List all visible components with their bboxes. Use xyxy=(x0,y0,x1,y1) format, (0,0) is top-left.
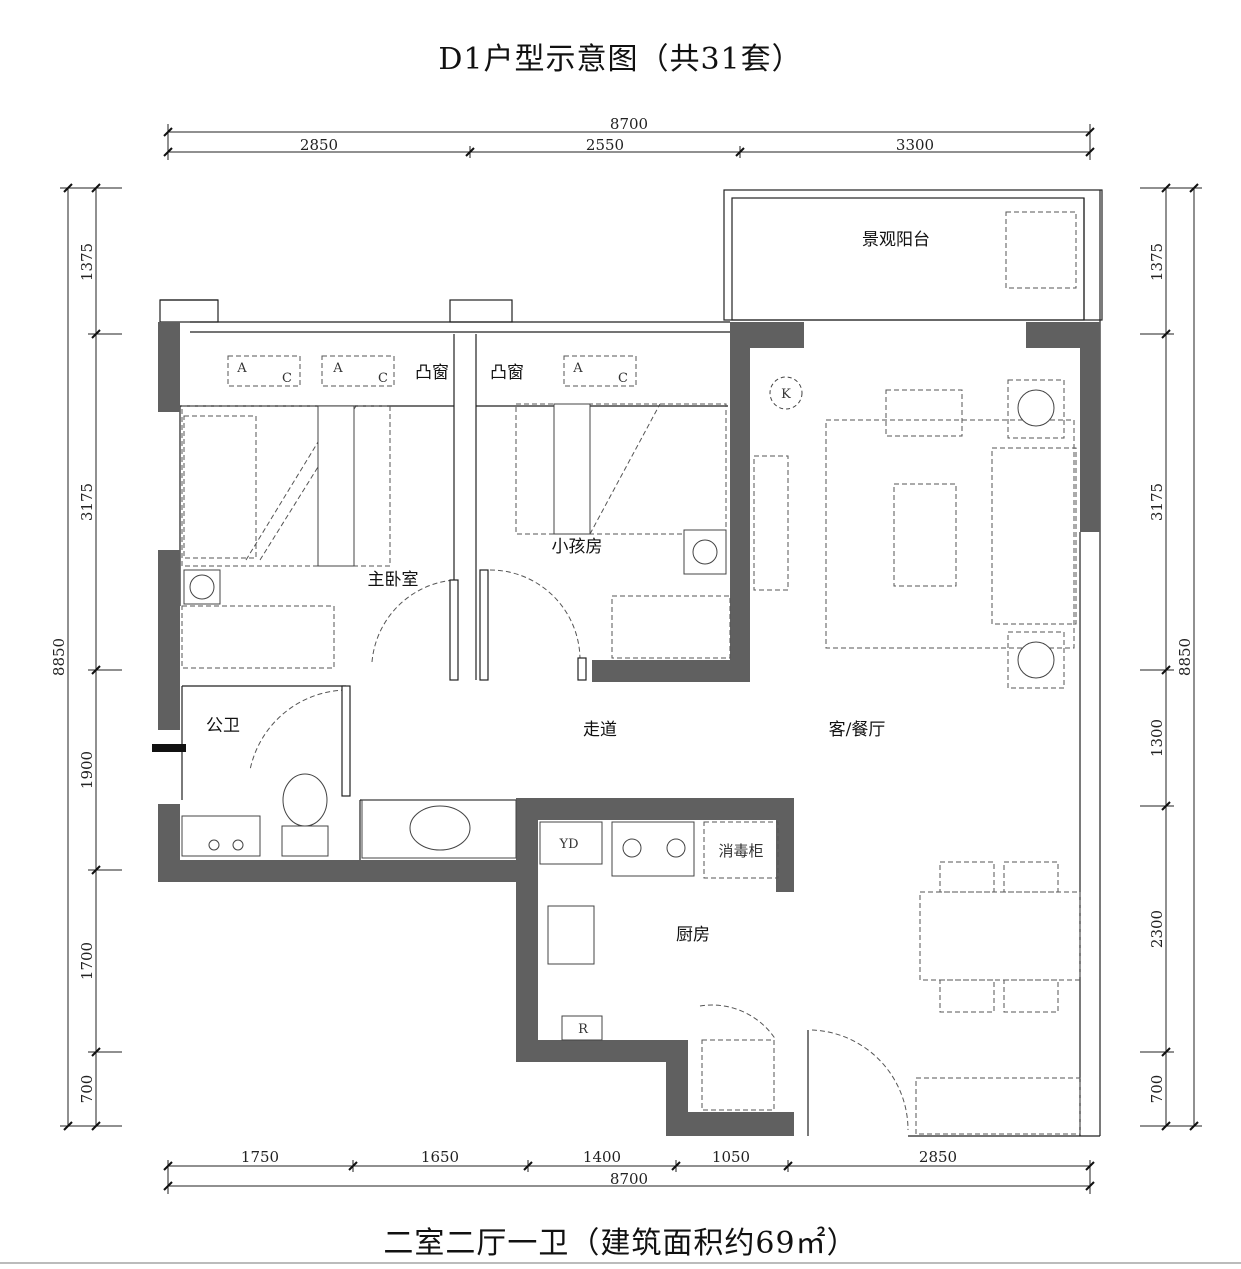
dim-right-4: 2300 xyxy=(1148,910,1166,948)
dim-bottom-5: 2850 xyxy=(919,1148,957,1166)
structural-walls xyxy=(152,322,1100,1136)
dim-top-3: 3300 xyxy=(896,136,934,154)
dim-left-total: 8850 xyxy=(50,638,68,676)
label-public-bathroom: 公卫 xyxy=(206,716,240,736)
label-kids-room: 小孩房 xyxy=(552,537,603,557)
bottom-rule xyxy=(0,1262,1241,1264)
dim-bottom-4: 1050 xyxy=(712,1148,750,1166)
furniture xyxy=(181,211,1081,1135)
ac-c-1: C xyxy=(282,371,292,386)
dim-bottom-1: 1750 xyxy=(241,1148,279,1166)
label-master-bedroom: 主卧室 xyxy=(368,570,419,590)
label-kitchen: 厨房 xyxy=(676,925,710,945)
dim-left-2: 3175 xyxy=(78,483,96,521)
dim-bottom-2: 1650 xyxy=(421,1148,459,1166)
dim-bottom-total: 8700 xyxy=(610,1170,648,1188)
label-bay-window-1: 凸窗 xyxy=(415,363,449,383)
dim-right-2: 3175 xyxy=(1148,483,1166,521)
dim-right-total: 8850 xyxy=(1176,638,1194,676)
fixture-disinfection-cabinet: 消毒柜 xyxy=(718,842,763,860)
plan-title: D1户型示意图（共31套） xyxy=(438,42,803,77)
dim-left-3: 1900 xyxy=(78,751,96,789)
dim-top-total: 8700 xyxy=(610,115,648,133)
ac-c-3: C xyxy=(618,371,628,386)
label-balcony: 景观阳台 xyxy=(862,230,930,250)
dim-right-1: 1375 xyxy=(1148,243,1166,281)
dim-top-1: 2850 xyxy=(300,136,338,154)
door-swings xyxy=(249,569,909,1131)
dim-left-4: 1700 xyxy=(78,942,96,980)
dim-right-3: 1300 xyxy=(1148,719,1166,757)
dim-left-5: 700 xyxy=(78,1075,96,1104)
plan-summary: 二室二厅一卫（建筑面积约69㎡） xyxy=(383,1226,858,1261)
ac-c-2: C xyxy=(378,371,388,386)
fixture-fridge: R xyxy=(578,1022,589,1037)
label-corridor: 走道 xyxy=(583,720,617,740)
dim-right-5: 700 xyxy=(1148,1075,1166,1104)
label-bay-window-2: 凸窗 xyxy=(490,363,524,383)
fixture-yd: YD xyxy=(558,837,578,852)
ac-a-3: A xyxy=(572,361,583,376)
label-living-dining: 客/餐厅 xyxy=(829,720,886,740)
ac-a-2: A xyxy=(332,361,343,376)
ac-k: K xyxy=(781,387,791,402)
dim-top-2: 2550 xyxy=(586,136,624,154)
ac-a-1: A xyxy=(236,361,247,376)
dim-left-1: 1375 xyxy=(78,243,96,281)
dim-bottom-3: 1400 xyxy=(583,1148,621,1166)
